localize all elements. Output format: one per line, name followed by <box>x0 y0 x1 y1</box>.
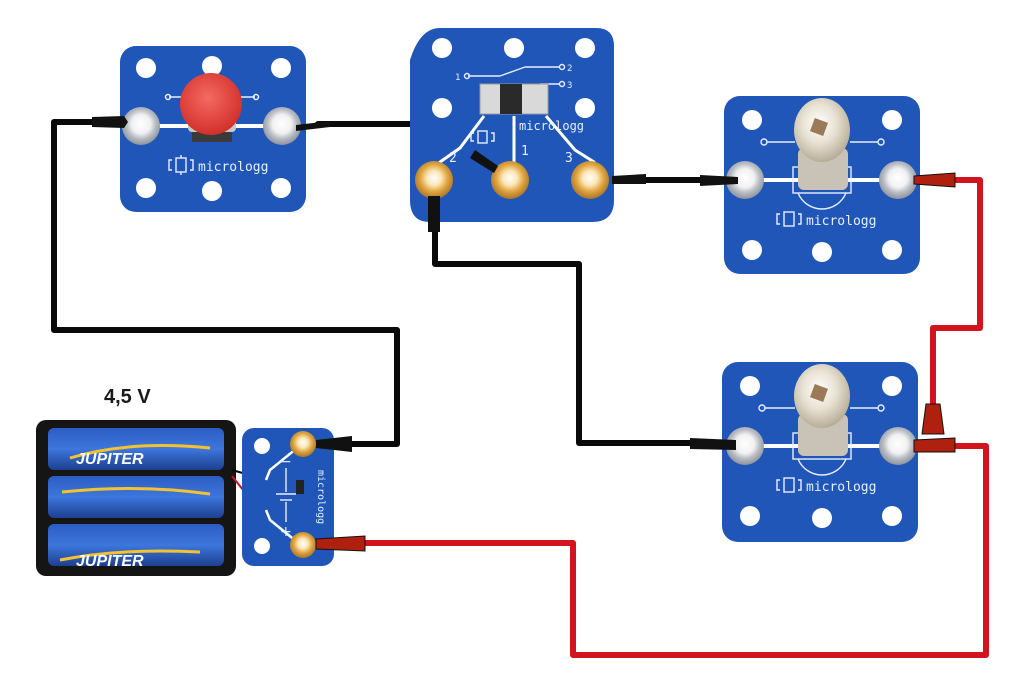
push-button-module[interactable]: micrologg <box>120 46 306 212</box>
terminal-battery-minus[interactable] <box>290 431 316 457</box>
brand-label: micrologg <box>519 119 584 133</box>
terminal-battery-plus[interactable] <box>290 532 316 558</box>
minus-label: − <box>280 454 292 470</box>
terminal-lamp-top-left[interactable] <box>726 161 764 199</box>
wire-lamp-bottom-to-battery-plus[interactable] <box>362 443 989 658</box>
slide-switch-knob[interactable] <box>500 84 522 114</box>
terminal-label-3: 3 <box>565 151 573 166</box>
battery-voltage-label: 4,5 V <box>104 386 151 408</box>
micrologg-logo-icon <box>168 155 194 175</box>
plug-black[interactable] <box>700 175 738 186</box>
micrologg-logo-icon <box>470 130 495 144</box>
wire-switch2-to-lamp-bottom[interactable] <box>432 227 693 446</box>
plug-black[interactable] <box>428 196 440 232</box>
brand-label: micrologg <box>806 214 876 229</box>
mounting-holes <box>136 56 291 201</box>
schematic-label-1: 1 <box>455 73 460 83</box>
wires <box>51 119 989 658</box>
schematic-label-3: 3 <box>567 81 572 91</box>
brand-label: micrologg <box>806 480 876 495</box>
brand-label: micrologg <box>315 470 326 524</box>
plug-red[interactable] <box>913 437 956 453</box>
micrologg-logo-icon <box>776 211 802 227</box>
changeover-switch-module[interactable]: 1 2 3 micrologg 2 3 <box>410 28 614 222</box>
micrologg-logo-icon <box>776 477 802 493</box>
terminal-label-2: 2 <box>449 151 457 166</box>
battery-cell: JUPITER <box>48 524 224 570</box>
plug-red[interactable] <box>913 172 956 188</box>
mounting-holes <box>740 376 902 528</box>
battery-module[interactable]: − + micrologg <box>242 428 334 566</box>
terminal-lamp-bottom-left[interactable] <box>726 427 764 465</box>
plug-red[interactable] <box>315 535 366 552</box>
plug-black[interactable] <box>296 121 330 131</box>
battery-symbol-icon <box>276 468 296 522</box>
plug-red[interactable] <box>921 403 945 435</box>
cell-brand-label: JUPITER <box>76 553 144 570</box>
terminal-button-right[interactable] <box>263 107 301 145</box>
wire-lamp-top-to-lamp-bottom[interactable] <box>930 177 983 407</box>
mounting-holes <box>432 38 595 118</box>
cell-brand-label: JUPITER <box>76 451 144 468</box>
schematic-label-2: 2 <box>567 64 572 74</box>
plugs <box>92 116 956 552</box>
plug-black[interactable] <box>612 174 646 184</box>
terminal-label-1: 1 <box>521 144 529 159</box>
plug-black[interactable] <box>316 436 352 452</box>
brand-label: micrologg <box>198 160 268 175</box>
battery-cell: JUPITER <box>48 428 224 470</box>
terminal-switch-2[interactable] <box>415 161 453 199</box>
lamp-module-top[interactable]: micrologg <box>724 96 920 274</box>
mounting-holes <box>742 110 902 262</box>
terminal-switch-3[interactable] <box>571 161 609 199</box>
terminal-lamp-top-right[interactable] <box>879 161 917 199</box>
mounting-holes <box>254 438 270 554</box>
plug-black[interactable] <box>92 116 128 128</box>
wire-battery-minus-to-button[interactable] <box>51 119 400 447</box>
lamp-module-bottom[interactable]: micrologg <box>722 362 918 542</box>
plus-label: + <box>280 524 292 540</box>
terminal-button-left[interactable] <box>122 107 160 145</box>
plug-black[interactable] <box>690 438 736 450</box>
terminal-switch-1[interactable] <box>491 161 529 199</box>
push-button-cap[interactable] <box>180 73 242 135</box>
battery-pack[interactable]: JUPITER JUPITER JUPITER <box>36 420 263 576</box>
terminal-lamp-bottom-right[interactable] <box>879 427 917 465</box>
plug-black[interactable] <box>470 150 498 173</box>
